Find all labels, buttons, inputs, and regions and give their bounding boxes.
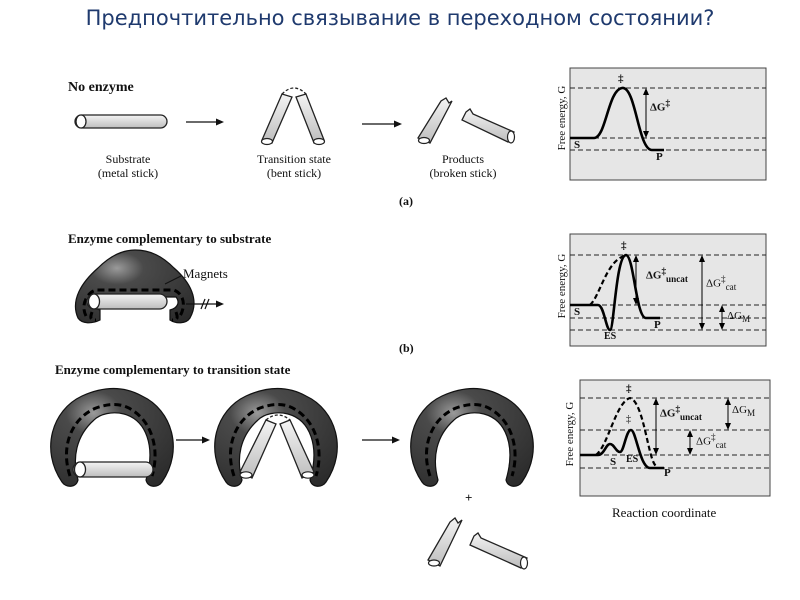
graph-c-dg-cat: ΔG‡cat [696, 432, 726, 450]
substrate-label: Substrate (metal stick) [78, 152, 178, 180]
substrate-stick-a [74, 114, 168, 129]
graph-a-dagger: ‡ [618, 73, 624, 85]
graph-b-es: ES [604, 331, 617, 342]
substrate-label-line2: (metal stick) [97, 166, 159, 180]
broken-stick-c [427, 517, 529, 570]
graph-b-dg-m-sub: M [742, 314, 751, 325]
heading-complementary-transition: Enzyme complementary to transition state [55, 362, 291, 377]
arrow-a1 [186, 118, 224, 126]
graph-b-s: S [574, 306, 581, 318]
energy-graph-c [579, 379, 771, 497]
transition-label: Transition state (bent stick) [234, 152, 354, 180]
arrow-b-blocked [186, 298, 224, 310]
plus-sign: + [465, 490, 473, 505]
transition-label-line1: Transition state [257, 152, 331, 166]
energy-graph-a [569, 67, 767, 181]
products-label-line2: (broken stick) [429, 166, 497, 180]
graph-c-es: ES [626, 454, 639, 465]
graph-c-dg-uncat-dagger: ‡ [675, 404, 681, 414]
graph-b-dg-cat: ΔG‡cat [706, 274, 736, 292]
graph-c-dg-m-sub: M [747, 408, 756, 419]
graph-a-p: P [656, 151, 663, 163]
graph-c-dg-m: ΔGM [732, 404, 755, 418]
graph-a-dg-dagger: ‡ [665, 98, 671, 108]
slide-title: Предпочтительно связывание в переходном … [85, 6, 715, 30]
arrow-c1 [176, 436, 210, 444]
graph-b-dg-uncat-symbol: ΔG [646, 269, 662, 282]
panel-label-b: (b) [399, 341, 414, 355]
broken-stick-a [417, 97, 516, 145]
graph-c-dg-uncat-symbol: ΔG [660, 407, 676, 420]
heading-no-enzyme: No enzyme [68, 80, 134, 95]
graph-c-dagger-small: ‡ [626, 414, 631, 425]
energy-graph-b [569, 233, 767, 347]
graph-b-dg-m-symbol: ΔG [727, 310, 743, 322]
graph-c-dg-cat-sub: cat [715, 439, 727, 450]
graph-c-s: S [610, 456, 617, 468]
heading-complementary-substrate: Enzyme complementary to substrate [68, 231, 272, 246]
graph-c-xlabel: Reaction coordinate [612, 505, 717, 520]
enzyme-c2 [214, 387, 338, 487]
bent-stick-a [260, 87, 326, 146]
magnets-label: Magnets [183, 266, 228, 281]
graph-a-ylabel: Free energy, G [556, 85, 568, 151]
graph-c-dagger: ‡ [626, 383, 632, 395]
graph-b-dg-cat-sub: cat [725, 281, 737, 292]
graph-b-dg-m: ΔGM [727, 310, 750, 324]
enzyme-b [74, 249, 195, 324]
enzyme-c3 [410, 387, 534, 487]
graph-b-dg-uncat: ΔG‡uncat [646, 266, 688, 284]
products-label: Products (broken stick) [408, 152, 518, 180]
graph-c-dg-uncat-sub: uncat [680, 411, 702, 422]
graph-c-dg-m-symbol: ΔG [732, 404, 748, 416]
graph-c-ylabel: Free energy, G [564, 401, 576, 467]
enzyme-c1 [50, 387, 174, 487]
graph-a-dg-symbol: ΔG [650, 101, 666, 114]
graph-c-dg-uncat: ΔG‡uncat [660, 404, 702, 422]
arrow-a2 [362, 120, 402, 128]
graph-b-ylabel: Free energy, G [556, 253, 568, 319]
substrate-label-line1: Substrate [105, 152, 151, 166]
panel-label-a: (a) [399, 194, 413, 208]
transition-label-line2: (bent stick) [266, 166, 322, 180]
graph-b-dg-uncat-sub: uncat [666, 273, 688, 284]
graph-b-dagger: ‡ [621, 240, 627, 252]
magnets-pointer [164, 275, 182, 285]
graph-a-dg: ΔG‡ [650, 98, 670, 114]
graph-b-dg-cat-dagger: ‡ [721, 274, 726, 284]
arrow-c2 [362, 436, 400, 444]
graph-a-s: S [574, 139, 581, 151]
graph-c-dg-cat-symbol: ΔG [696, 435, 712, 448]
products-label-line1: Products [442, 152, 484, 166]
graph-c-dg-cat-dagger: ‡ [711, 432, 716, 442]
graph-c-p: P [664, 467, 671, 479]
graph-b-dg-uncat-dagger: ‡ [661, 266, 667, 276]
graph-b-dg-cat-symbol: ΔG [706, 277, 722, 290]
graph-b-p: P [654, 319, 661, 331]
